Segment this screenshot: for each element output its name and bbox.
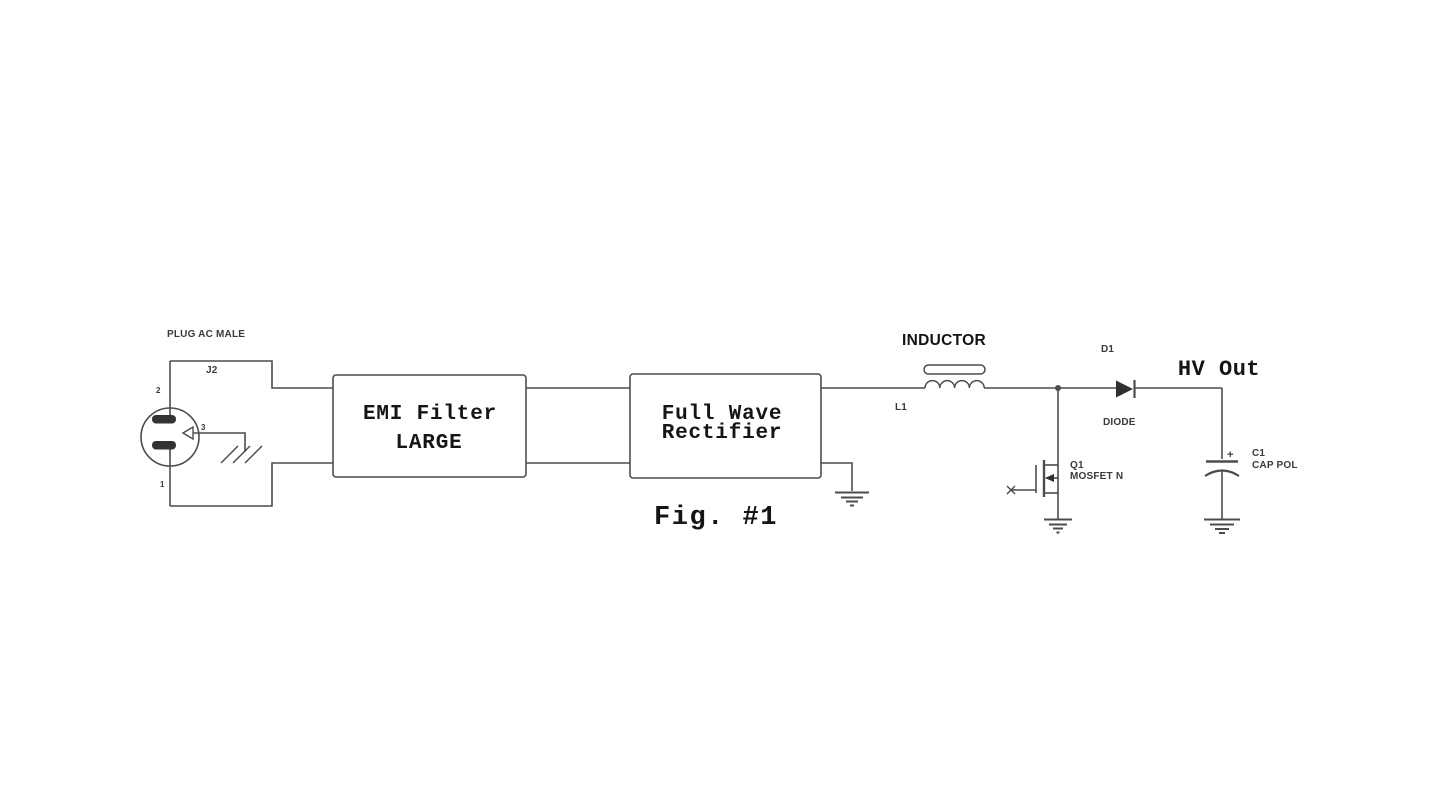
rectifier-ground	[821, 462, 869, 507]
rectifier-label-line2: Rectifier	[661, 422, 783, 445]
plug-pin2-number: 2	[156, 386, 161, 395]
rectifier-box	[629, 373, 822, 479]
capacitor-polarity-sign: +	[1227, 449, 1234, 461]
capacitor-icon	[1204, 460, 1240, 534]
capacitor-bottom-plate	[1204, 469, 1240, 477]
plug-pin3-number: 3	[201, 423, 206, 432]
diode-type-label: DIODE	[1103, 417, 1136, 428]
diode-ref: D1	[1101, 344, 1115, 355]
earth-ground-icon	[1204, 518, 1240, 534]
mosfet-icon	[1006, 388, 1072, 534]
diode-icon	[1116, 380, 1136, 398]
plug-top-lead	[170, 360, 333, 389]
plug-pin-blade-top	[152, 415, 176, 424]
plug-pin1-number: 1	[160, 480, 165, 489]
earth-ground-icon	[1044, 518, 1072, 534]
inductor-icon	[923, 364, 986, 389]
figure-caption: Fig. #1	[654, 503, 778, 533]
plug-bottom-lead	[170, 462, 333, 507]
hv-out-label: HV Out	[1177, 357, 1261, 382]
mosfet-type-label: MOSFET N	[1070, 471, 1124, 482]
emi-filter-box	[332, 374, 527, 478]
mosfet-body-arrow	[1045, 474, 1054, 482]
rectifier-label-line1: Full Wave	[661, 403, 783, 426]
earth-ground-icon	[835, 491, 869, 507]
plug-pin-blade-bottom	[152, 441, 176, 450]
emi-filter-label-line2: LARGE	[395, 432, 463, 455]
chassis-ground-icon	[220, 445, 263, 464]
plug-ref: J2	[206, 365, 218, 376]
mosfet-ref: Q1	[1070, 460, 1084, 471]
unconnected-x-icon	[1006, 485, 1016, 495]
plug-pin3-wire	[193, 432, 246, 452]
inductor-ref: L1	[895, 402, 908, 413]
inductor-title: INDUCTOR	[902, 332, 986, 349]
capacitor-ref: C1	[1252, 448, 1266, 459]
emi-filter-label-line1: EMI Filter	[362, 403, 498, 426]
inductor-core-bar	[923, 364, 986, 375]
plug-connector-symbol	[140, 360, 333, 507]
plug-title: PLUG AC MALE	[167, 329, 246, 340]
capacitor-type-label: CAP POL	[1252, 460, 1298, 471]
